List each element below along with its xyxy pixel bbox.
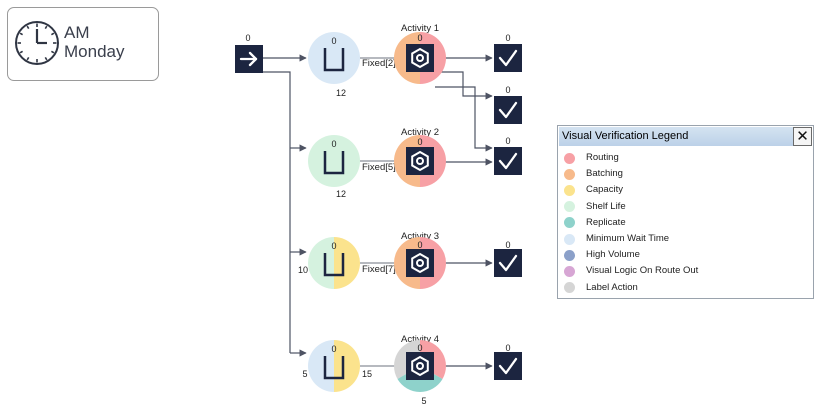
clock-day: Monday bbox=[64, 42, 125, 61]
activity-1-count: 0 bbox=[417, 33, 422, 43]
edge-label-a3: Fixed[7] bbox=[362, 264, 396, 275]
legend-dot bbox=[564, 233, 575, 245]
exit-node-5[interactable]: 0 bbox=[494, 343, 522, 380]
activity-node-4[interactable]: Activity 4 0 5 bbox=[394, 334, 446, 406]
activity-node-2[interactable]: Activity 2 0 bbox=[394, 127, 446, 187]
checkmark-icon bbox=[498, 101, 518, 119]
legend-dot bbox=[564, 265, 575, 277]
arrow-right-icon bbox=[239, 51, 258, 67]
queue-4-top: 0 bbox=[331, 344, 336, 354]
queue-node-4[interactable]: 0 5 15 bbox=[302, 340, 372, 392]
entry-count: 0 bbox=[245, 33, 250, 43]
legend-item-visual-logic: Visual Logic On Route Out bbox=[564, 263, 813, 279]
legend-label: Label Action bbox=[586, 281, 638, 293]
queue-node-3[interactable]: 0 10 bbox=[298, 237, 360, 289]
gear-icon bbox=[411, 150, 429, 172]
legend-item-shelf-life: Shelf Life bbox=[564, 199, 813, 215]
legend-label: Visual Logic On Route Out bbox=[586, 265, 699, 277]
gear-icon bbox=[411, 252, 429, 274]
close-button[interactable]: ✕ bbox=[793, 127, 812, 146]
activity-2-title: Activity 2 bbox=[401, 127, 439, 138]
clock-icon bbox=[15, 21, 59, 65]
activity-4-bottom: 5 bbox=[421, 396, 426, 406]
legend-label: Batching bbox=[586, 168, 623, 180]
queue-2-top: 0 bbox=[331, 139, 336, 149]
legend-dot bbox=[564, 168, 575, 180]
queue-icon bbox=[323, 151, 345, 175]
queue-1-bottom: 12 bbox=[336, 88, 346, 98]
edge-label-a2: Fixed[5] bbox=[362, 162, 396, 173]
legend-item-capacity: Capacity bbox=[564, 182, 813, 198]
edge-a1-e2 bbox=[435, 71, 493, 100]
exit-node-1[interactable]: 0 bbox=[494, 33, 522, 72]
legend-dot bbox=[564, 152, 575, 164]
legend-dot bbox=[564, 249, 575, 261]
exit-3-count: 0 bbox=[505, 136, 510, 146]
clock-panel: AM Monday bbox=[7, 7, 159, 81]
exit-1-count: 0 bbox=[505, 33, 510, 43]
entry-node[interactable]: 0 bbox=[235, 33, 263, 73]
legend-label: Replicate bbox=[586, 216, 626, 228]
activity-3-count: 0 bbox=[417, 240, 422, 250]
activity-3-title: Activity 3 bbox=[401, 231, 439, 242]
legend-dot bbox=[564, 184, 575, 196]
checkmark-icon bbox=[498, 152, 518, 170]
queue-activity-edges bbox=[360, 54, 407, 370]
gear-icon bbox=[411, 47, 429, 69]
checkmark-icon bbox=[498, 49, 518, 67]
checkmark-icon bbox=[498, 254, 518, 272]
exit-4-count: 0 bbox=[505, 240, 510, 250]
legend-item-batching: Batching bbox=[564, 166, 813, 182]
legend-dot bbox=[564, 201, 575, 213]
legend-panel: Visual Verification Legend ✕ Routing Bat… bbox=[557, 125, 814, 299]
legend-label: Shelf Life bbox=[586, 200, 626, 212]
queue-icon bbox=[323, 253, 345, 277]
queue-1-top: 0 bbox=[331, 36, 336, 46]
legend-dot bbox=[564, 217, 575, 229]
flow-edges bbox=[263, 54, 493, 370]
legend-item-routing: Routing bbox=[564, 150, 813, 166]
activity-2-count: 0 bbox=[417, 137, 422, 147]
legend-item-high-volume: High Volume bbox=[564, 247, 813, 263]
exit-2-count: 0 bbox=[505, 85, 510, 95]
close-icon: ✕ bbox=[796, 127, 809, 145]
edge-a1-e3 bbox=[435, 86, 493, 152]
queue-icon bbox=[323, 356, 345, 380]
queue-icon bbox=[323, 48, 345, 72]
checkmark-icon bbox=[498, 357, 518, 375]
activity-4-count: 0 bbox=[417, 343, 422, 353]
legend-item-minimum-wait-time: Minimum Wait Time bbox=[564, 231, 813, 247]
queue-2-bottom: 12 bbox=[336, 189, 346, 199]
legend-label: Capacity bbox=[586, 184, 623, 196]
clock-label: AM Monday bbox=[64, 23, 124, 61]
exit-node-3[interactable]: 0 bbox=[494, 136, 522, 175]
queue-4-right: 15 bbox=[362, 369, 372, 379]
queue-3-top: 0 bbox=[331, 241, 336, 251]
exit-5-count: 0 bbox=[505, 343, 510, 353]
exit-node-2[interactable]: 0 bbox=[494, 85, 522, 124]
legend-label: Minimum Wait Time bbox=[586, 233, 670, 245]
legend-title-bar: Visual Verification Legend ✕ bbox=[559, 127, 812, 146]
legend-dot bbox=[564, 282, 575, 294]
clock-period: AM bbox=[64, 23, 90, 42]
legend-list: Routing Batching Capacity Shelf Life Rep… bbox=[558, 147, 813, 296]
edge-label-a1: Fixed[2] bbox=[362, 58, 396, 69]
edge-entry-trunk bbox=[263, 71, 291, 353]
legend-item-label-action: Label Action bbox=[564, 280, 813, 296]
queue-node-2[interactable]: 0 12 bbox=[308, 135, 360, 199]
queue-4-left: 5 bbox=[302, 369, 307, 379]
legend-title: Visual Verification Legend bbox=[562, 130, 689, 142]
legend-label: Routing bbox=[586, 152, 619, 164]
activity-node-3[interactable]: Activity 3 0 bbox=[394, 231, 446, 289]
exit-node-4[interactable]: 0 bbox=[494, 240, 522, 277]
gear-icon bbox=[411, 355, 429, 377]
legend-item-replicate: Replicate bbox=[564, 215, 813, 231]
queue-3-left: 10 bbox=[298, 265, 308, 275]
queue-node-1[interactable]: 0 12 bbox=[308, 32, 360, 98]
legend-label: High Volume bbox=[586, 249, 640, 261]
activity-1-title: Activity 1 bbox=[401, 23, 439, 34]
activity-4-title: Activity 4 bbox=[401, 334, 439, 345]
activity-node-1[interactable]: Activity 1 0 bbox=[394, 23, 446, 84]
